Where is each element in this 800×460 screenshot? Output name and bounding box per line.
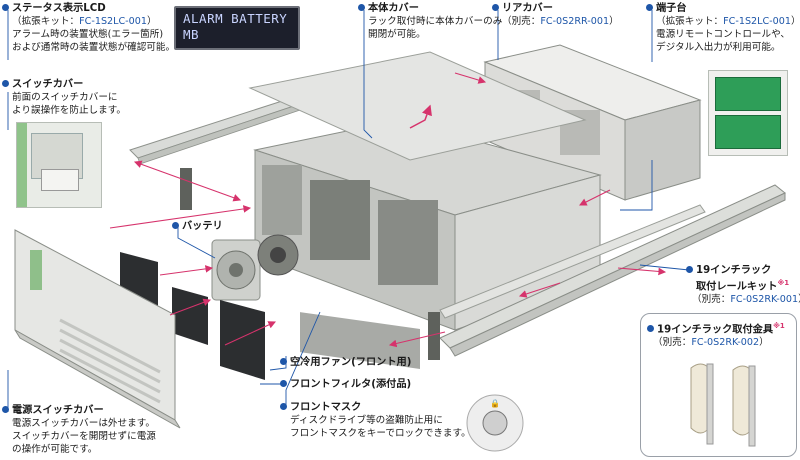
switch-cover-desc-1: 前面のスイッチカバーに — [12, 92, 118, 103]
fan-drawing — [211, 234, 299, 301]
front-mask-lock-drawing: 🔒 — [466, 394, 524, 452]
bullet-icon — [686, 266, 693, 273]
svg-text:🔒: 🔒 — [490, 399, 500, 408]
rear-cover-code: FC-0S2RR-001 — [540, 16, 610, 27]
kit-prefix: （拡張キット： — [12, 16, 80, 27]
bullet-icon — [358, 4, 365, 11]
right-rail-drawing — [439, 184, 786, 357]
sale-prefix: （別売： — [692, 294, 731, 306]
bracket-photo — [690, 363, 756, 447]
kit-prefix: （拡張キット： — [656, 16, 724, 27]
rail-kit-code: FC-0S2RK-001 — [730, 294, 799, 306]
bullet-icon — [647, 325, 654, 333]
status-lcd-callout: ステータス表示LCD （拡張キット：FC-1S2LC-001） アラーム時の装置… — [2, 2, 175, 54]
bracket-note: ※1 — [773, 322, 785, 330]
sale-suffix: ） — [759, 337, 769, 349]
front-mask-desc-1: ディスクドライブ等の盗難防止用に — [290, 415, 443, 426]
switch-cover-callout: スイッチカバー 前面のスイッチカバーに より誤操作を防止します。 — [2, 78, 126, 117]
front-panel-drawing — [14, 229, 181, 429]
front-mask-desc-2: フロントマスクをキーでロックできます。 — [290, 428, 471, 439]
sale-suffix: ） — [609, 16, 619, 27]
front-mask-title: フロントマスク — [290, 402, 362, 413]
bullet-icon — [646, 4, 653, 11]
filter-callout: フロントフィルタ(添付品) — [280, 378, 411, 391]
body-cover-desc-1: ラック取付時に本体カバーのみ — [368, 16, 503, 27]
status-lcd-display: ALARM BATTERY MB — [174, 6, 300, 50]
sale-prefix: （別売： — [502, 16, 541, 27]
left-rail-drawing — [129, 91, 320, 165]
leader-lines — [7, 10, 690, 412]
bullet-icon — [2, 406, 9, 413]
filter-title: フロントフィルタ(添付品) — [290, 379, 412, 390]
power-switch-cover-desc-1: 電源スイッチカバーは外せます。 — [12, 418, 155, 429]
bullet-icon — [280, 403, 287, 410]
lcd-line-1: ALARM BATTERY — [183, 11, 288, 26]
battery-title: バッテリ — [182, 221, 223, 232]
rear-cover-callout: リアカバー （別売：FC-0S2RR-001） — [492, 2, 619, 28]
status-lcd-desc-2: および通常時の装置状態が確認可能。 — [12, 42, 176, 53]
terminal-title: 端子台 — [656, 3, 687, 14]
exploded-view-arrows — [109, 72, 667, 348]
switch-cover-desc-2: より誤操作を防止します。 — [12, 105, 126, 116]
bullet-icon — [280, 380, 287, 387]
bullet-icon — [2, 4, 9, 11]
bullet-icon — [172, 222, 179, 229]
power-switch-cover-callout: 電源スイッチカバー 電源スイッチカバーは外せます。 スイッチカバーを開閉せずに電… — [2, 404, 156, 456]
status-lcd-desc-1: アラーム時の装置状態(エラー箇所) — [12, 29, 164, 40]
bullet-icon — [2, 80, 9, 87]
bracket-code: FC-0S2RK-002 — [691, 337, 760, 349]
switch-cover-title: スイッチカバー — [12, 79, 84, 90]
sale-prefix: （別売： — [653, 337, 692, 349]
rail-kit-note: ※1 — [777, 279, 790, 287]
bracket-title: 19インチラック取付金具 — [657, 324, 774, 336]
body-cover-desc-2: 開閉が可能。 — [368, 29, 426, 40]
bullet-icon — [492, 4, 499, 11]
terminal-block-photo — [708, 70, 788, 156]
body-cover-title: 本体カバー — [368, 3, 419, 14]
power-switch-cover-desc-2: スイッチカバーを開閉せずに電源 — [12, 431, 156, 442]
kit-code: FC-1S2LC-001 — [723, 16, 791, 27]
fan-callout: 空冷用ファン(フロント用) — [280, 356, 411, 369]
fan-title: 空冷用ファン(フロント用) — [290, 357, 412, 368]
sale-suffix: ） — [798, 294, 800, 305]
rail-kit-title-1: 19インチラック — [696, 265, 772, 276]
status-lcd-title: ステータス表示LCD — [12, 3, 106, 14]
kit-suffix: ） — [146, 16, 157, 27]
terminal-desc-1: 電源リモートコントロールや、 — [656, 29, 791, 40]
kit-code: FC-1S2LC-001 — [79, 16, 147, 27]
battery-callout: バッテリ — [172, 220, 223, 233]
kit-suffix: ） — [790, 16, 800, 27]
power-switch-cover-desc-3: の操作が可能です。 — [12, 444, 98, 455]
terminal-desc-2: デジタル入出力が利用可能。 — [656, 42, 781, 53]
power-switch-cover-title: 電源スイッチカバー — [12, 405, 104, 416]
body-cover-callout: 本体カバー ラック取付時に本体カバーのみ 開閉が可能。 — [358, 2, 502, 41]
lcd-line-2: MB — [183, 27, 200, 42]
front-mask-callout: フロントマスク ディスクドライブ等の盗難防止用に フロントマスクをキーでロックで… — [280, 401, 471, 440]
terminal-callout: 端子台 （拡張キット：FC-1S2LC-001） 電源リモートコントロールや、 … — [646, 2, 800, 54]
bullet-icon — [280, 358, 287, 365]
rail-kit-title-2: 取付レールキット — [696, 281, 778, 293]
rear-cover-title: リアカバー — [502, 3, 553, 14]
bracket-inset: 19インチラック取付金具※1 （別売：FC-0S2RK-002） — [640, 313, 797, 457]
right-bracket-drawing — [428, 312, 440, 360]
body-cover-drawing — [248, 51, 587, 161]
left-bracket-drawing — [180, 168, 192, 210]
switch-cover-photo — [16, 122, 102, 208]
rail-kit-callout: 19インチラック 取付レールキット※1 （別売：FC-0S2RK-001） — [686, 264, 800, 306]
